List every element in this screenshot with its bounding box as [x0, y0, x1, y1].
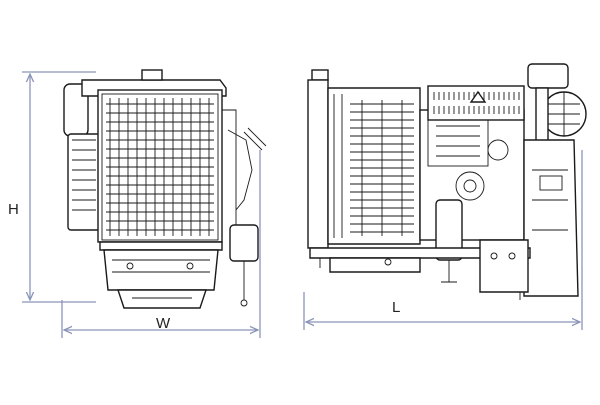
front-crankcase [103, 249, 219, 291]
front-filler-cap [141, 69, 163, 81]
width-label: W [156, 315, 171, 332]
side-base-frame [309, 239, 531, 300]
front-base-plate [99, 241, 223, 251]
side-engine-block [419, 109, 525, 283]
side-valve-cover [427, 85, 525, 121]
front-oil-sump [117, 289, 207, 309]
side-filler-cap [311, 69, 329, 81]
front-view [63, 69, 267, 309]
front-right-fittings [222, 109, 267, 307]
dimension-w: W [61, 150, 261, 338]
side-view [307, 63, 587, 300]
side-fan-shroud [327, 87, 421, 245]
side-flywheel-housing [523, 139, 579, 297]
height-label: H [8, 201, 19, 218]
dimension-l: L [303, 150, 583, 330]
front-left-side-unit [63, 83, 101, 231]
radiator-grid [106, 98, 214, 236]
dimension-h: H [8, 71, 96, 303]
length-label: L [392, 299, 400, 316]
side-radiator-edge [307, 79, 329, 249]
